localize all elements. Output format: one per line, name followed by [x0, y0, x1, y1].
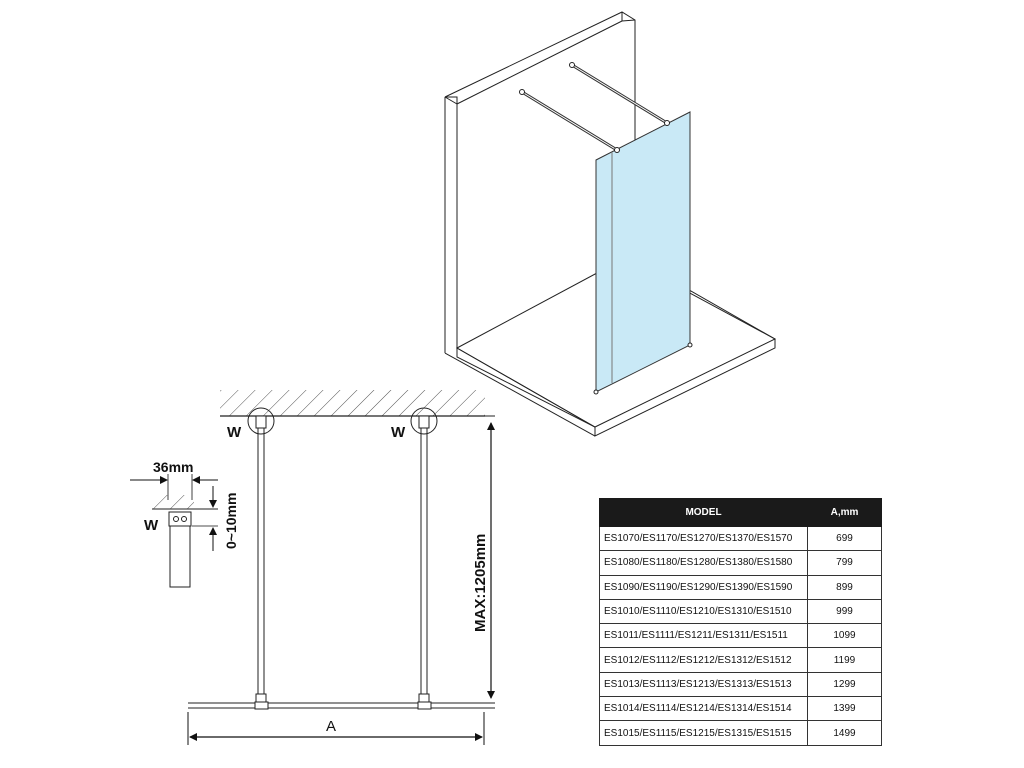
model-cell: ES1010/ES1110/ES1210/ES1310/ES1510 — [599, 598, 808, 625]
glass-panel — [595, 111, 691, 393]
a-value-cell: 1099 — [807, 623, 882, 649]
profile-detail: 36mm W 0~10mm — [130, 459, 239, 588]
a-value-cell: 999 — [807, 598, 882, 625]
table-header-row: MODEL A,mm — [599, 498, 882, 527]
left-profile — [247, 407, 275, 703]
detail-mark: W — [144, 517, 159, 534]
max-height-label: MAX:1205mm — [472, 534, 489, 632]
model-cell: ES1090/ES1190/ES1290/ES1390/ES1590 — [599, 574, 808, 600]
model-cell: ES1013/ES1113/ES1213/ES1313/ES1513 — [599, 671, 808, 698]
gap-label: 0~10mm — [223, 493, 239, 549]
a-value-cell: 699 — [807, 525, 882, 552]
isometric-view — [444, 11, 777, 437]
model-cell: ES1011/ES1111/ES1211/ES1311/ES1511 — [599, 623, 808, 649]
bottom-glass-edge — [188, 701, 495, 710]
model-cell: ES1014/ES1114/ES1214/ES1314/ES1514 — [599, 696, 808, 722]
wall-mark-right: W — [391, 424, 406, 441]
width-dimension: A — [187, 712, 485, 745]
a-mm-column-header: A,mm — [807, 498, 882, 527]
model-cell: ES1012/ES1112/ES1212/ES1312/ES1512 — [599, 647, 808, 673]
model-cell: ES1080/ES1180/ES1280/ES1380/ES1580 — [599, 550, 808, 576]
wall-mark-left: W — [227, 424, 242, 441]
a-value-cell: 1399 — [807, 696, 882, 722]
plan-view: W W MAX:1205mm A — [187, 390, 495, 745]
a-value-cell: 1299 — [807, 671, 882, 698]
a-value-cell: 1199 — [807, 647, 882, 673]
model-cell: ES1015/ES1115/ES1215/ES1315/ES1515 — [599, 720, 808, 746]
width-label: A — [326, 718, 336, 735]
a-value-cell: 899 — [807, 574, 882, 600]
model-column-header: MODEL — [599, 498, 808, 527]
a-value-cell: 799 — [807, 550, 882, 576]
model-spec-table: MODEL A,mm ES1070/ES1170/ES1270/ES1370/E… — [599, 498, 882, 746]
model-cell: ES1070/ES1170/ES1270/ES1370/ES1570 — [599, 525, 808, 552]
right-profile — [410, 407, 438, 703]
profile-width-label: 36mm — [153, 459, 193, 475]
ceiling-hatch — [220, 390, 485, 416]
a-value-cell: 1499 — [807, 720, 882, 746]
height-dimension: MAX:1205mm — [472, 422, 495, 699]
